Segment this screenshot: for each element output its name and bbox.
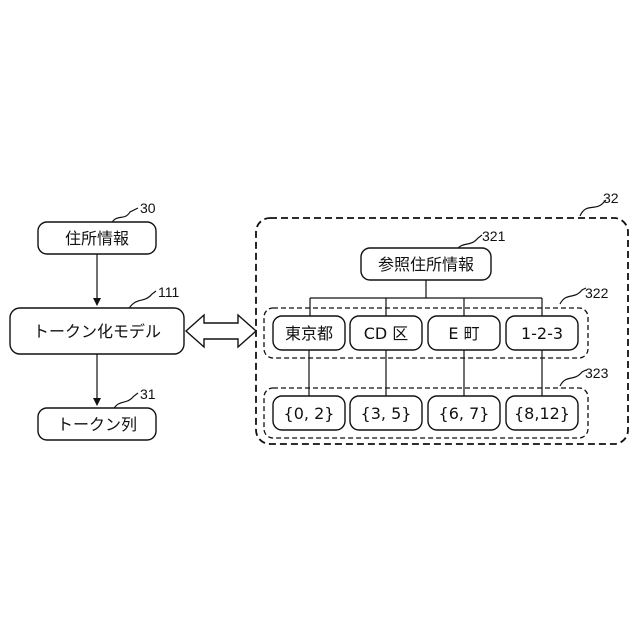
range-label: {3, 5}: [361, 404, 412, 423]
ref-label-323: 323: [585, 365, 609, 381]
ref-label-111: 111: [158, 284, 179, 300]
ref-label-31: 31: [140, 386, 156, 402]
token-label: CD 区: [364, 324, 409, 343]
ref-label-321: 321: [482, 228, 506, 244]
ref-label-30: 30: [140, 200, 156, 216]
reference-address-label: 参照住所情報: [378, 255, 474, 274]
token-label: 1-2-3: [521, 324, 563, 343]
tokenization-model-label: トークン化モデル: [33, 322, 161, 341]
address-info-label: 住所情報: [65, 229, 129, 248]
leader-line: [560, 370, 586, 386]
leader-line: [128, 291, 156, 310]
token-label: 東京都: [285, 324, 333, 343]
ref-label-322: 322: [585, 285, 609, 301]
range-label: {6, 7}: [439, 404, 490, 423]
range-label: {8,12}: [514, 404, 570, 423]
double-arrow-icon: [186, 315, 256, 347]
range-label: {0, 2}: [284, 404, 335, 423]
token-sequence-label: トークン列: [57, 415, 137, 434]
token-label: E 町: [448, 324, 479, 343]
leader-line: [560, 288, 586, 304]
ref-label-32: 32: [603, 190, 619, 206]
